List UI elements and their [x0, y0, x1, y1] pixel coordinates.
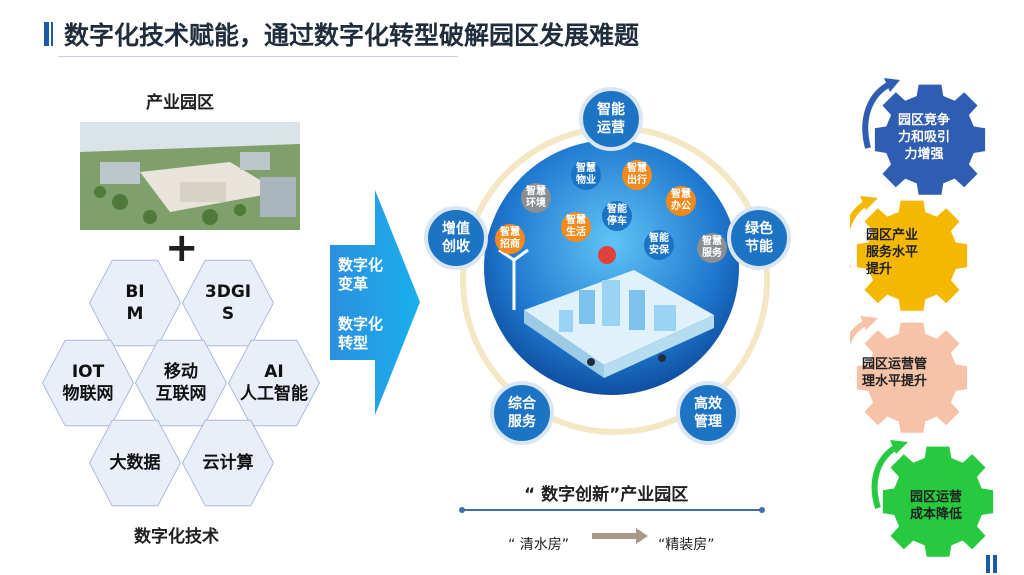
node-green-energy-saving: 绿色 节能 [727, 206, 791, 270]
bubble-smart-life: 智慧 生活 [561, 212, 591, 242]
gear-label-service-level: 园区产业 服务水平 提升 [866, 228, 919, 277]
arrow-text-change: 数字化 变革 [338, 256, 384, 293]
timeline-dot-right [759, 507, 765, 513]
page-title: 数字化技术赋能，通过数字化转型破解园区发展难题 [64, 21, 640, 50]
transformation-arrow [330, 190, 420, 415]
bubble-smart-parking: 智能 停车 [602, 201, 632, 231]
hex-cloud: 云计算 [183, 420, 273, 506]
timeline-line [462, 509, 762, 511]
bubble-smart-service: 智慧 服务 [697, 233, 727, 263]
hex-iot: IOT 物联网 [43, 340, 133, 426]
title-underline [58, 56, 458, 57]
gear-label-cost-reduction: 园区运营 成本降低 [910, 490, 963, 522]
park-aerial-image [80, 122, 300, 230]
arrow-text-transform: 数字化 转型 [338, 315, 384, 352]
bubble-smart-property: 智慧 物业 [571, 160, 601, 190]
to-label: “精装房” [658, 537, 715, 553]
title-accent-bar-thin [51, 22, 53, 46]
node-smart-operation: 智能 运营 [579, 87, 643, 151]
bubble-smart-environment: 智慧 环境 [521, 183, 551, 213]
corner-mark [986, 555, 990, 573]
bubble-smart-investment: 智慧 招商 [495, 224, 525, 254]
right-arrow-icon [592, 528, 648, 544]
bubble-smart-office: 智慧 办公 [666, 186, 696, 216]
hex-big-data: 大数据 [90, 420, 180, 506]
from-label: “ 清水房” [508, 537, 569, 553]
park-label: 产业园区 [146, 93, 214, 113]
hex-mobile-internet: 移动 互联网 [136, 340, 226, 426]
bubble-smart-security: 智能 安保 [644, 230, 674, 260]
gear-label-operation-management: 园区运营管 理水平提升 [862, 357, 928, 389]
title-accent-bar [44, 22, 49, 46]
smart-park-globe [484, 140, 739, 395]
hex-ai: AI 人工智能 [229, 340, 319, 426]
node-integrated-service: 综合 服务 [490, 381, 554, 445]
corner-mark [993, 555, 997, 573]
center-caption: “ 数字创新”产业园区 [524, 485, 689, 505]
gear-label-competitiveness: 园区竞争 力和吸引 力增强 [898, 113, 951, 162]
node-efficient-management: 高效 管理 [676, 381, 740, 445]
tech-label: 数字化技术 [134, 527, 219, 547]
plus-sign: + [165, 225, 199, 271]
node-value-added-revenue: 增值 创收 [424, 206, 488, 270]
gear-column [841, 78, 1000, 558]
timeline-dot-left [459, 507, 465, 513]
bubble-smart-travel: 智慧 出行 [622, 160, 652, 190]
